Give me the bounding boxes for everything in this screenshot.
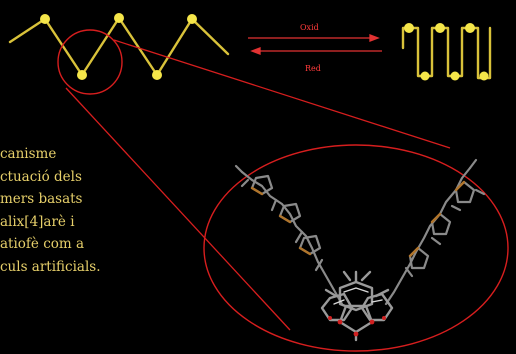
zigzag-chain-nodes xyxy=(40,13,197,80)
oxygen-atoms xyxy=(328,316,386,337)
caption-line: ctuació dels xyxy=(0,168,82,185)
caption-line: atiofè com a xyxy=(0,236,85,253)
caption-line: canisme xyxy=(0,146,57,162)
caption-line: mers basats xyxy=(0,191,83,208)
right-thiophene-arm xyxy=(384,158,486,306)
callout-lines xyxy=(65,39,451,331)
reaction-arrows xyxy=(248,34,382,55)
highlight-circle xyxy=(57,29,123,95)
red-label: Red xyxy=(305,64,321,73)
left-sulfur-atoms xyxy=(250,186,312,256)
calixarene-highlights xyxy=(333,287,383,305)
right-sulfur-atoms xyxy=(408,180,466,258)
contracted-chain xyxy=(401,26,492,80)
contracted-chain-nodes xyxy=(404,23,489,81)
caption-line: alix[4]arè i xyxy=(0,213,75,230)
oxid-label: Oxid xyxy=(300,23,319,32)
caption-line: culs artificials. xyxy=(0,258,101,275)
arrow-right-icon xyxy=(369,34,380,42)
molecule-structure xyxy=(234,158,486,342)
arrow-left-icon xyxy=(250,47,261,55)
calixarene-core xyxy=(320,270,394,342)
description-text: canisme ctuació dels mers basats alix[4]… xyxy=(0,143,170,279)
magnified-ellipse xyxy=(203,144,509,352)
left-thiophene-arm xyxy=(234,164,344,306)
